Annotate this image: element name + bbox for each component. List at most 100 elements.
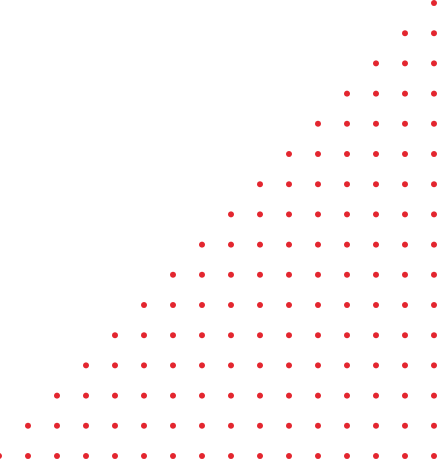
red-dot: [315, 211, 321, 218]
red-dot: [286, 241, 292, 248]
red-dot: [315, 422, 321, 429]
red-dot: [431, 60, 437, 67]
red-dot: [373, 362, 379, 369]
red-dot: [286, 181, 292, 188]
red-dot: [54, 392, 60, 399]
red-dot: [373, 302, 379, 308]
red-dot: [315, 271, 321, 278]
red-dot: [431, 302, 437, 308]
red-dot: [373, 271, 379, 278]
red-dot: [402, 392, 408, 399]
red-dot: [402, 332, 408, 339]
red-dot: [344, 90, 350, 97]
red-dot: [344, 362, 350, 369]
red-dot: [141, 362, 147, 369]
red-dot: [315, 151, 321, 157]
red-dot: [431, 151, 437, 157]
red-dot: [257, 211, 263, 218]
red-dot: [54, 453, 60, 459]
red-dot: [228, 422, 234, 429]
red-dot: [286, 362, 292, 369]
red-dot: [402, 151, 408, 157]
red-dot: [199, 241, 205, 248]
red-dot: [257, 241, 263, 248]
red-dot: [315, 332, 321, 339]
red-dot: [431, 271, 437, 278]
red-dot: [199, 332, 205, 339]
red-dot: [373, 422, 379, 429]
red-dot: [170, 422, 176, 429]
red-dot: [286, 302, 292, 308]
red-dot: [286, 151, 292, 157]
red-dot: [257, 392, 263, 399]
red-dot: [199, 453, 205, 459]
red-dot: [315, 241, 321, 248]
red-dot: [344, 151, 350, 157]
red-dot: [228, 362, 234, 369]
red-dot: [257, 271, 263, 278]
red-dot: [170, 302, 176, 308]
red-dot: [257, 332, 263, 339]
red-dot: [228, 241, 234, 248]
red-dot: [315, 120, 321, 127]
red-dot: [228, 453, 234, 459]
red-dot: [431, 90, 437, 97]
red-dot: [228, 211, 234, 218]
red-dot: [199, 302, 205, 308]
red-dot: [402, 60, 408, 67]
red-dot: [141, 453, 147, 459]
red-dot: [402, 211, 408, 218]
red-dot: [286, 453, 292, 459]
red-dot: [112, 332, 118, 339]
red-dot: [344, 332, 350, 339]
red-dot: [228, 392, 234, 399]
red-dot: [141, 392, 147, 399]
red-dot: [257, 453, 263, 459]
red-dot: [373, 120, 379, 127]
red-dot: [257, 181, 263, 188]
red-dot: [141, 332, 147, 339]
red-dot: [373, 332, 379, 339]
red-dot: [431, 453, 437, 459]
red-dot: [257, 302, 263, 308]
red-dot: [25, 453, 31, 459]
red-dot: [315, 362, 321, 369]
red-dot: [373, 241, 379, 248]
red-dot: [286, 392, 292, 399]
red-dot: [199, 392, 205, 399]
red-dot: [431, 211, 437, 218]
red-dot: [170, 453, 176, 459]
red-dot: [286, 211, 292, 218]
red-dot: [83, 392, 89, 399]
red-dot: [344, 271, 350, 278]
red-dot: [344, 392, 350, 399]
red-dot: [199, 422, 205, 429]
red-dot: [170, 362, 176, 369]
red-dot: [344, 241, 350, 248]
red-dot: [170, 271, 176, 278]
red-dot: [257, 422, 263, 429]
red-dot: [344, 181, 350, 188]
red-dot: [373, 151, 379, 157]
red-dot: [83, 362, 89, 369]
red-dot: [315, 392, 321, 399]
red-dot: [112, 392, 118, 399]
red-dot: [373, 392, 379, 399]
red-dot: [431, 30, 437, 37]
red-dot: [25, 422, 31, 429]
red-dot: [344, 211, 350, 218]
red-dot: [286, 271, 292, 278]
red-dot: [228, 271, 234, 278]
red-dot: [431, 181, 437, 188]
red-dot: [344, 422, 350, 429]
red-dot: [373, 181, 379, 188]
red-dot: [315, 181, 321, 188]
red-dot: [373, 453, 379, 459]
red-dot: [112, 453, 118, 459]
red-dot: [431, 422, 437, 429]
red-dot: [373, 60, 379, 67]
red-dot: [402, 241, 408, 248]
red-dot: [286, 422, 292, 429]
